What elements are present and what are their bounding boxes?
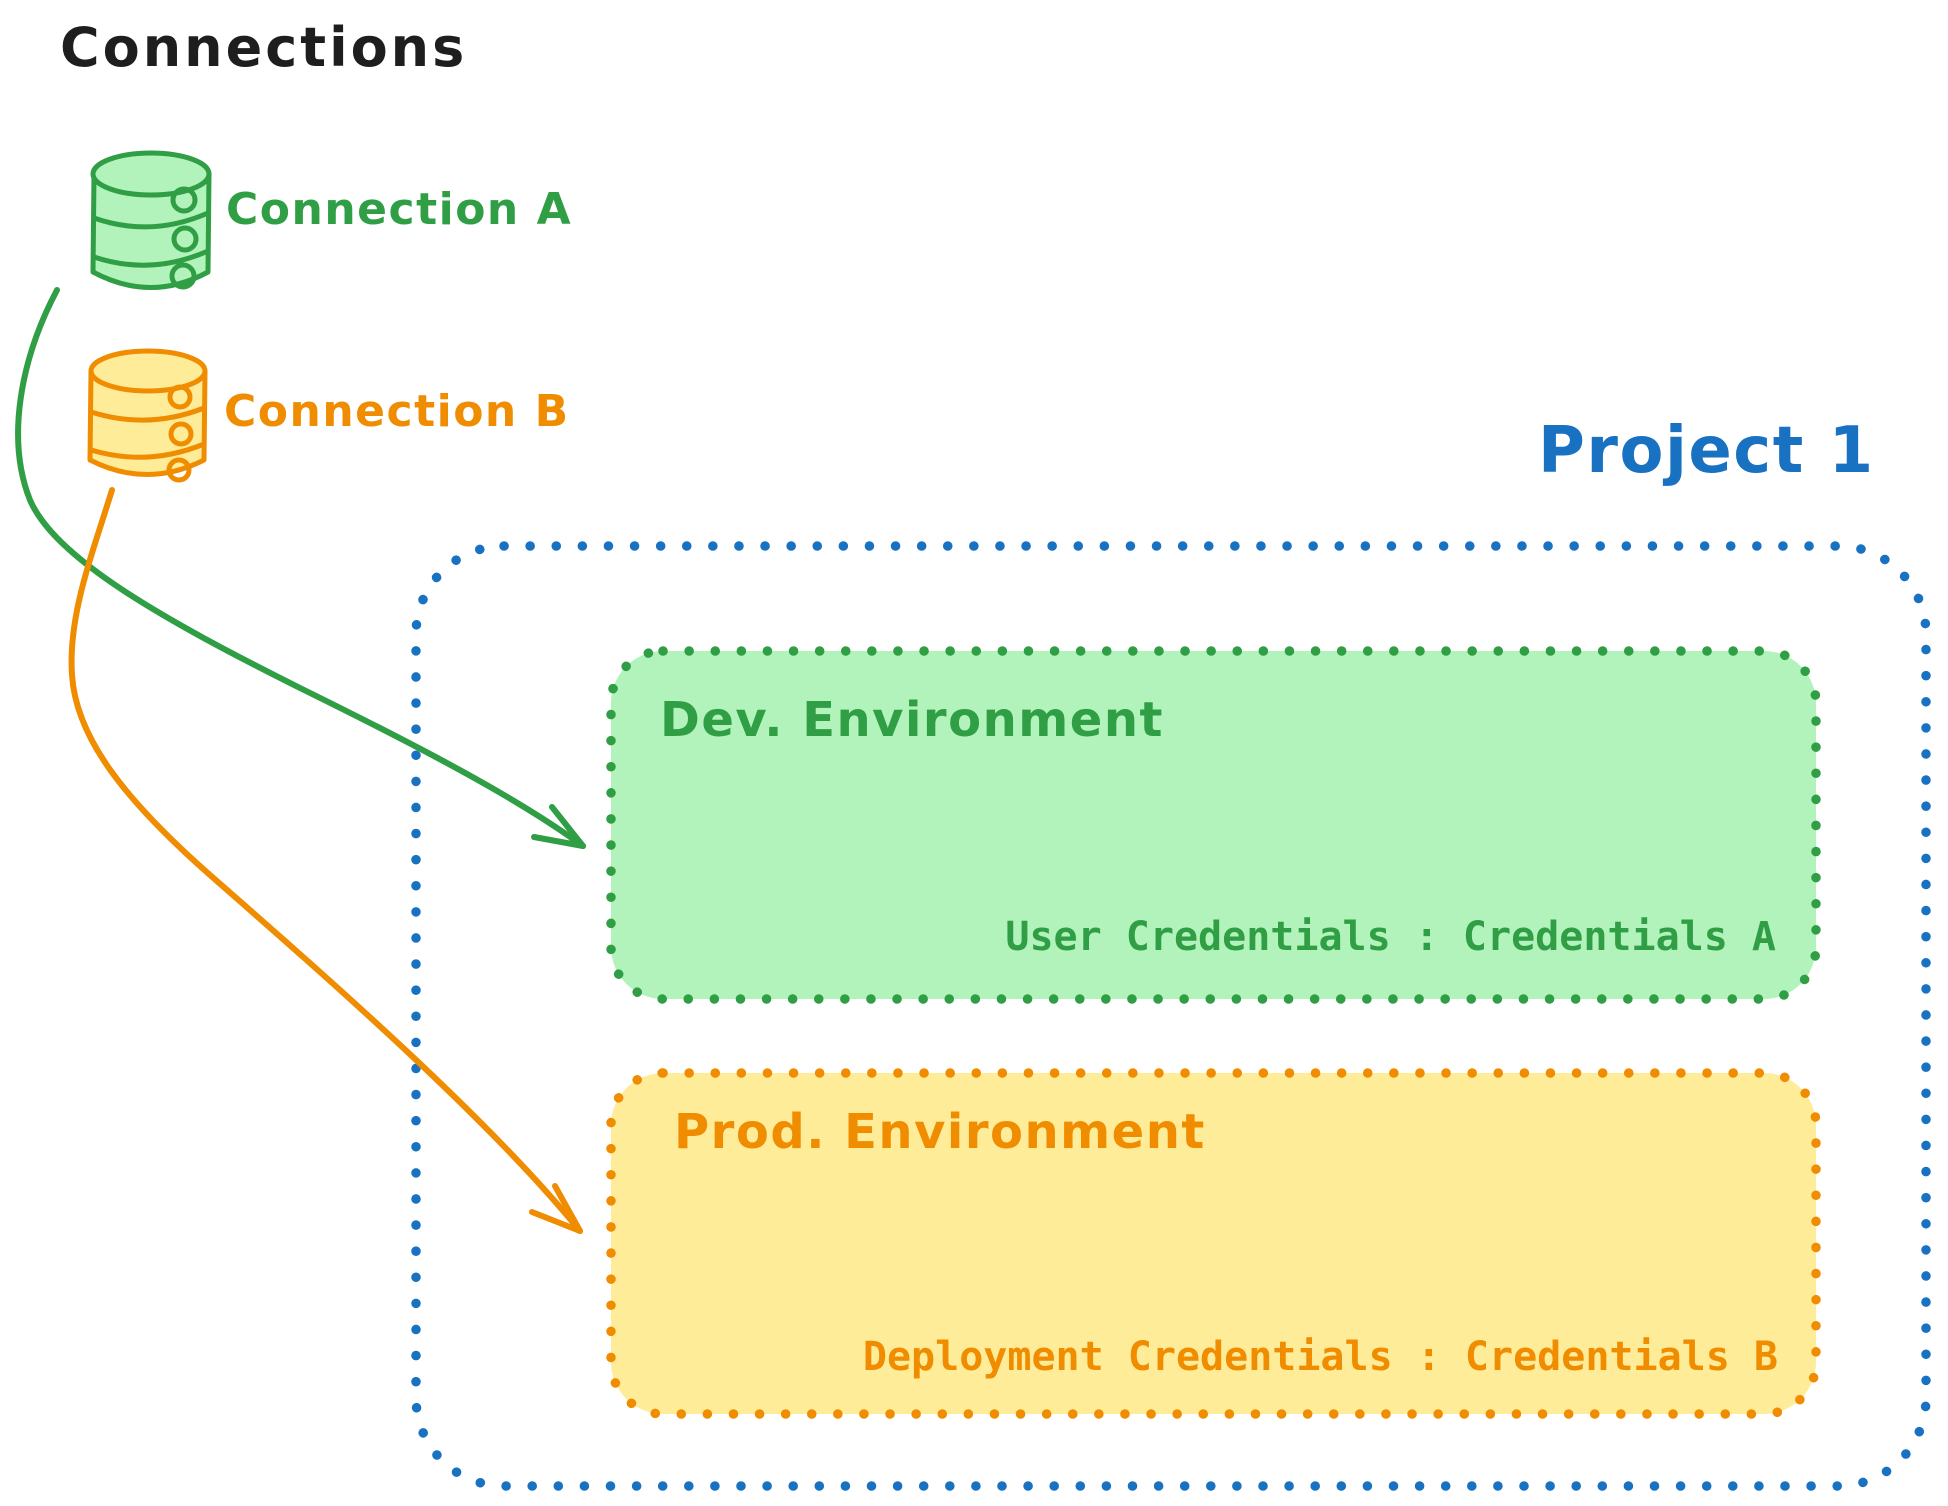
connection-a-label: Connection A bbox=[226, 184, 573, 235]
database-icon-connection-b bbox=[87, 348, 208, 483]
arrow-connection-a-to-dev bbox=[15, 287, 586, 849]
dev-environment-box bbox=[606, 646, 1821, 1004]
connection-b-label: Connection B bbox=[224, 386, 570, 437]
prod-credentials-text: Deployment Credentials : Credentials B bbox=[862, 1334, 1778, 1380]
arrow-connection-b-to-prod bbox=[68, 487, 583, 1234]
project-label: Project 1 bbox=[1538, 414, 1875, 488]
database-icon-connection-a bbox=[90, 150, 212, 290]
project-box bbox=[411, 541, 1931, 1491]
dev-environment-title: Dev. Environment bbox=[660, 692, 1164, 748]
dev-credentials-text: User Credentials : Credentials A bbox=[1005, 914, 1776, 960]
prod-environment-title: Prod. Environment bbox=[674, 1104, 1206, 1160]
prod-environment-box bbox=[606, 1068, 1821, 1419]
diagram-title: Connections bbox=[60, 16, 468, 79]
